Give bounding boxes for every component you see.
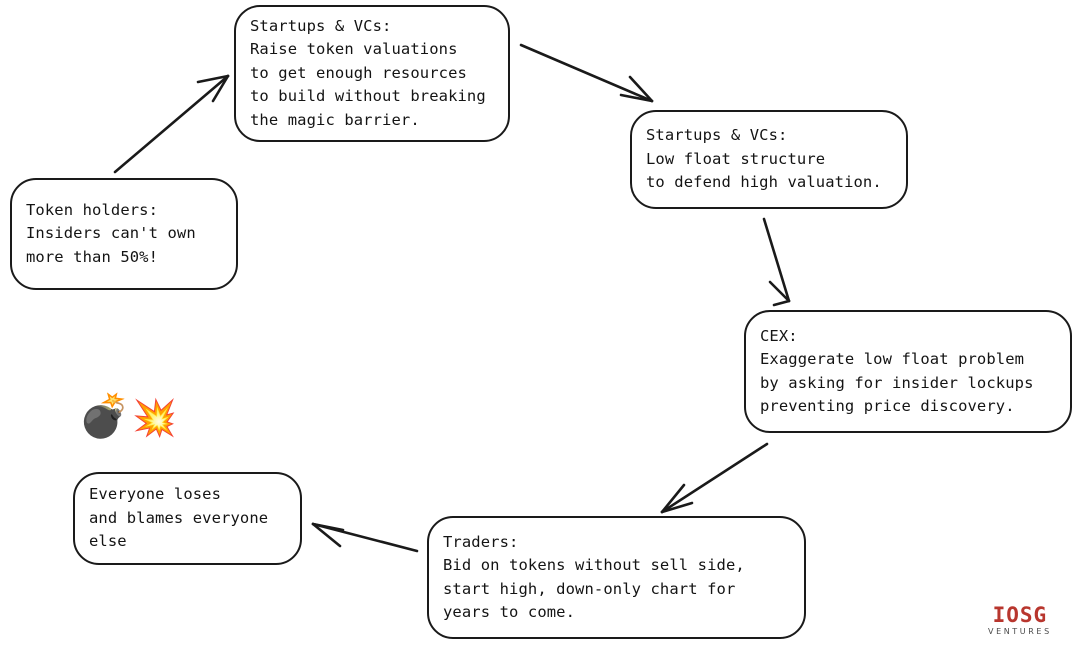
everyone-loses-box-text: Everyone loses and blames everyone else [89,485,269,551]
cex-box: CEX: Exaggerate low float problem by ask… [744,310,1072,433]
token-holders-box: Token holders: Insiders can't own more t… [10,178,238,290]
token-holders-box-text: Token holders: Insiders can't own more t… [26,200,196,266]
everyone-loses-box: Everyone loses and blames everyone else [73,472,302,565]
arrow-startups-to-low-float [519,43,654,103]
arrow-token-holders-to-startups [113,74,230,174]
traders-box-text: Traders: Bid on tokens without sell side… [443,532,745,622]
iosg-ventures-logo: IOSG VENTURES [988,605,1052,637]
bomb-icon: 💣 [78,391,131,440]
startups-vcs-raise-box: Startups & VCs: Raise token valuations t… [234,5,510,142]
explosion-icon: 💥 [132,398,178,439]
arrow-low-float-to-cex [762,217,791,307]
arrow-cex-to-traders [660,442,769,514]
iosg-logo-mark: IOSG [992,603,1048,627]
traders-box: Traders: Bid on tokens without sell side… [427,516,806,639]
startups-vcs-low-float-box: Startups & VCs: Low float structure to d… [630,110,908,209]
iosg-logo-subtitle: VENTURES [988,627,1052,636]
bomb-explosion-emoji: 💣 💥 [78,395,177,437]
arrow-traders-to-everyone-loses [311,522,419,553]
cex-box-text: CEX: Exaggerate low float problem by ask… [760,326,1034,416]
startups-vcs-raise-box-text: Startups & VCs: Raise token valuations t… [250,16,486,129]
startups-vcs-low-float-box-text: Startups & VCs: Low float structure to d… [646,126,882,192]
